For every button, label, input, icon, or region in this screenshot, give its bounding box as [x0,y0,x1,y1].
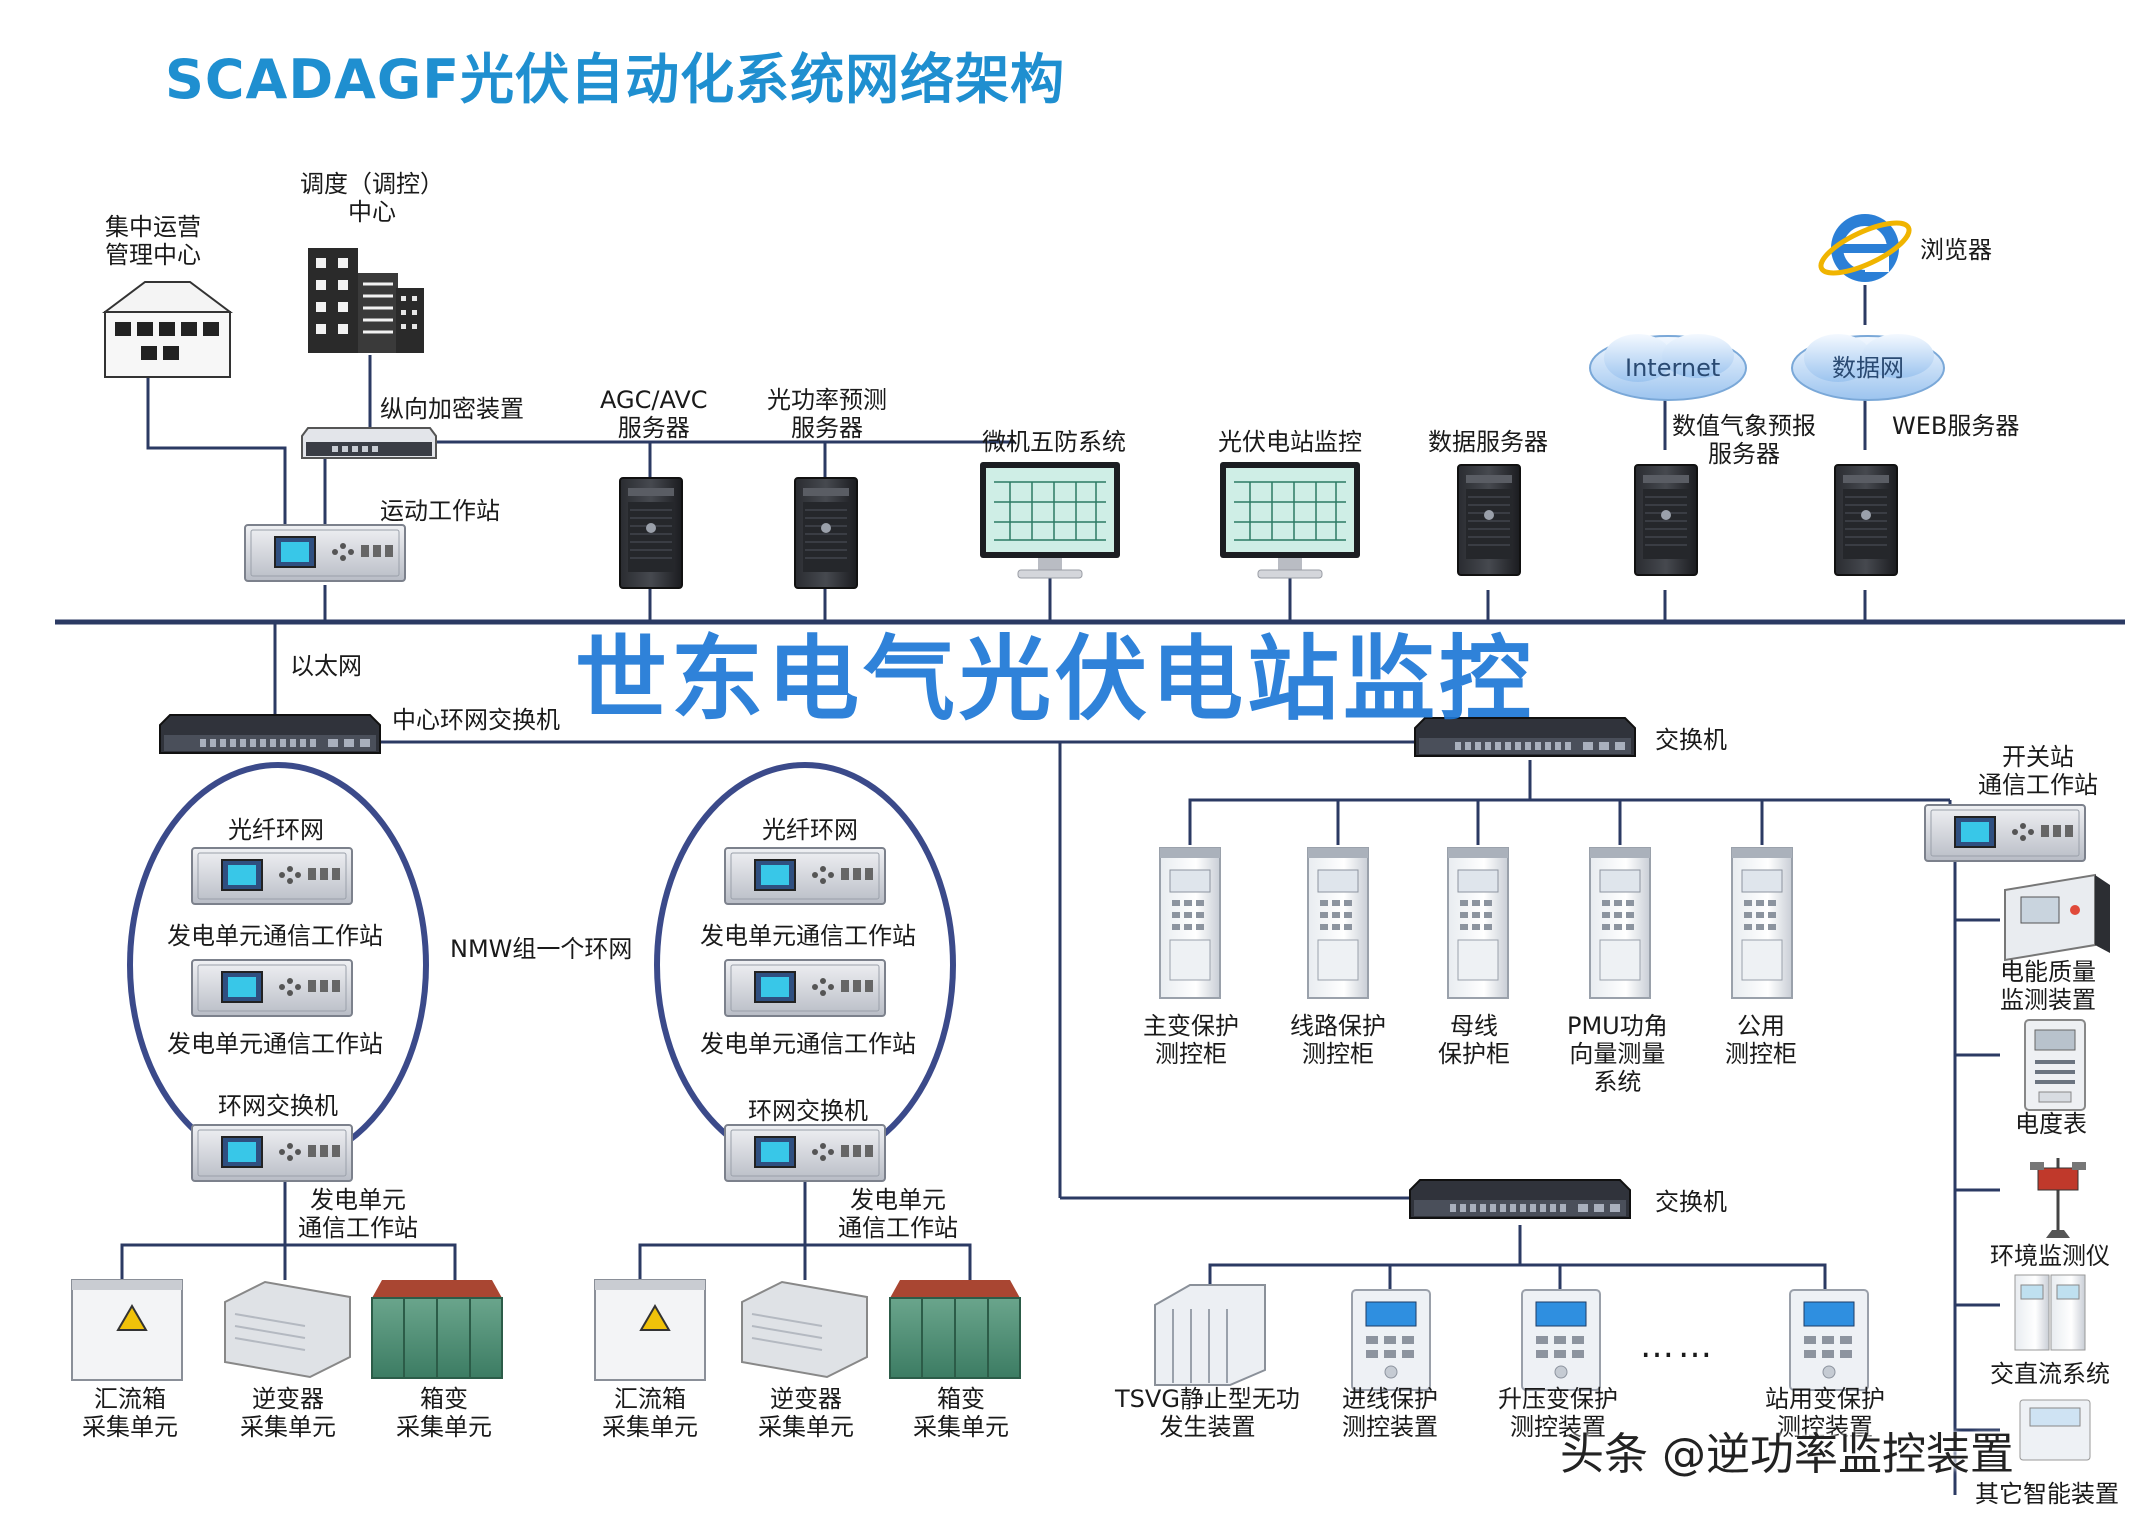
center-ring-switch-icon [159,714,381,754]
gen-station-right-bottom-label: 发电单元通信工作站 [838,1186,958,1242]
gen-station-left-2-icon [191,959,353,1017]
dispatch-center-icon [308,248,424,353]
acdc-system-icon [2014,1274,2086,1351]
common-label: 公用测控柜 [1725,1012,1797,1068]
switch-station-label: 开关站通信工作站 [1978,743,2098,799]
main-transformer-cabinet-icon [1159,847,1221,999]
combiner-left-label: 汇流箱采集单元 [82,1385,178,1441]
gen-station-left-2-label: 发电单元通信工作站 [167,1030,383,1058]
tsvg-device-icon [1154,1284,1266,1386]
agc-server-icon [619,477,683,589]
connection-lines [120,285,2000,1495]
browser-icon [1818,214,1912,282]
other-device-label: 其它智能装置 [1975,1480,2119,1508]
meter-label: 电度表 [2015,1110,2087,1138]
stepup-protection-icon [1521,1289,1601,1391]
common-cabinet-icon [1731,847,1793,999]
switch-station-workstation-icon [1924,804,2086,862]
gen-station-right-1-label: 发电单元通信工作站 [700,922,916,950]
ring-switch-right-label: 环网交换机 [748,1097,868,1125]
power-quality-device-icon [2004,873,2110,962]
combiner-box-left-icon [71,1279,183,1381]
inverter-right-icon [741,1280,868,1379]
web-server-label: WEB服务器 [1892,412,2020,440]
meter-icon [2024,1019,2086,1111]
watermark-text: 世东电气光伏电站监控 [575,626,1536,733]
fiber-ring-right-label: 光纤环网 [762,816,858,844]
stepup-protection-label: 升压变保护测控装置 [1498,1385,1618,1441]
inverter-right-label: 逆变器采集单元 [758,1385,854,1441]
internet-cloud-icon [1589,334,1747,401]
data-server-icon [1457,464,1521,576]
five-prevention-monitor-icon [979,461,1121,579]
weather-server-label: 数值气象预报服务器 [1672,412,1816,468]
station-service-label: 站用变保护测控装置 [1765,1385,1885,1441]
environment-monitor-icon [2030,1158,2086,1238]
main-transformer-label: 主变保护测控柜 [1143,1012,1239,1068]
center-switch-label: 中心环网交换机 [392,706,560,734]
station-service-protection-icon [1789,1289,1869,1391]
pmu-label: PMU功角向量测量系统 [1567,1012,1668,1096]
ops-center-label: 集中运营管理中心 [105,213,201,269]
gen-station-left-1-icon [191,847,353,905]
environment-label: 环境监测仪 [1990,1242,2110,1270]
box-transformer-left-label: 箱变采集单元 [396,1385,492,1441]
combiner-box-right-icon [594,1279,706,1381]
gen-station-left-1-label: 发电单元通信工作站 [167,922,383,950]
pmu-cabinet-icon [1589,847,1651,999]
gen-station-left-bottom-label: 发电单元通信工作站 [298,1186,418,1242]
web-server-icon [1834,464,1898,576]
telecontrol-workstation-icon [244,524,406,582]
ethernet-label: 以太网 [290,652,362,680]
tsvg-label: TSVG静止型无功发生装置 [1115,1385,1300,1441]
crypto-label: 纵向加密装置 [380,395,524,423]
busbar-label: 母线保护柜 [1438,1012,1510,1068]
ring-switch-left-label: 环网交换机 [218,1092,338,1120]
ellipsis-label: …… [1640,1326,1716,1366]
dispatch-label: 调度（调控）中心 [300,170,444,226]
five-prevention-label: 微机五防系统 [982,428,1126,456]
combiner-right-label: 汇流箱采集单元 [602,1385,698,1441]
box-transformer-left-icon [371,1280,503,1379]
gen-station-right-2-label: 发电单元通信工作站 [700,1030,916,1058]
telecontrol-label: 运动工作站 [380,497,500,525]
line-protection-cabinet-icon [1307,847,1369,999]
inverter-left-label: 逆变器采集单元 [240,1385,336,1441]
line-protection-label: 线路保护测控柜 [1290,1012,1386,1068]
datanet-label: 数据网 [1832,354,1904,382]
inverter-left-icon [224,1280,351,1379]
pv-monitor-label: 光伏电站监控 [1218,428,1362,456]
weather-server-icon [1634,464,1698,576]
incoming-protection-icon [1351,1289,1431,1391]
internet-label: Internet [1625,354,1721,382]
gen-station-right-1-icon [724,847,886,905]
data-server-label: 数据服务器 [1428,428,1548,456]
switch-upper-label: 交换机 [1655,726,1727,754]
gen-station-right-2-icon [724,959,886,1017]
ops-center-icon [102,281,233,378]
incoming-protection-label: 进线保护测控装置 [1342,1385,1438,1441]
ring-switch-right-icon [724,1124,886,1182]
page-title: SCADAGF光伏自动化系统网络架构 [165,48,1066,111]
browser-label: 浏览器 [1920,236,1992,264]
other-device-icon [2019,1399,2091,1461]
switch-lower-label: 交换机 [1655,1188,1727,1216]
nmw-label: NMW组一个环网 [450,935,633,963]
box-transformer-right-label: 箱变采集单元 [913,1385,1009,1441]
power-forecast-label: 光功率预测服务器 [767,386,887,442]
pv-monitor-icon [1219,461,1361,579]
box-transformer-right-icon [889,1280,1021,1379]
acdc-label: 交直流系统 [1990,1360,2110,1388]
switch-lower-icon [1409,1179,1631,1219]
power-quality-label: 电能质量监测装置 [2000,958,2096,1014]
credit-text: 头条 @逆功率监控装置 [1560,1429,2014,1480]
crypto-device-icon [301,427,437,459]
forecast-server-icon [794,477,858,589]
ring-switch-left-icon [191,1124,353,1182]
datanet-cloud-icon [1791,334,1945,401]
busbar-cabinet-icon [1447,847,1509,999]
fiber-ring-left-label: 光纤环网 [228,816,324,844]
